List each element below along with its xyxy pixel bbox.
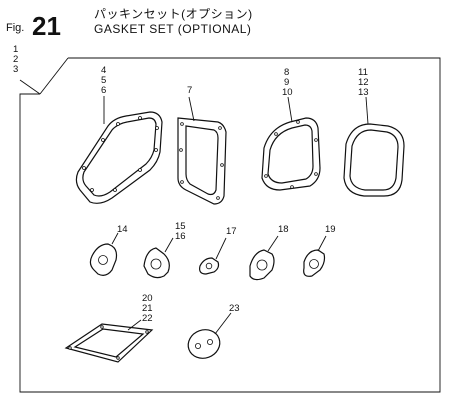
part-number-22: 22	[142, 313, 153, 324]
part-number-18: 18	[278, 224, 289, 235]
part-number-12: 12	[358, 77, 369, 88]
gasket-part-18	[249, 235, 279, 281]
part-number-17: 17	[226, 226, 237, 237]
gasket-part-11-13	[343, 96, 405, 197]
label-group-20-22: 20 21 22	[142, 293, 153, 324]
figure-header: Fig. 21 パッキンセット(オプション) GASKET SET (OPTIO…	[6, 7, 253, 41]
part-number-9: 9	[284, 77, 289, 88]
fig-prefix: Fig.	[6, 22, 24, 34]
part-number-4: 4	[101, 65, 106, 76]
part-number-8: 8	[284, 67, 289, 78]
part-number-2: 2	[13, 54, 18, 65]
part-number-1: 1	[13, 44, 18, 55]
part-number-14: 14	[117, 224, 128, 235]
part-number-15: 15	[175, 221, 186, 232]
part-number-6: 6	[101, 85, 106, 96]
fig-number: 21	[32, 11, 61, 41]
part-number-16: 16	[175, 231, 186, 242]
part-number-23: 23	[229, 303, 240, 314]
part-number-10: 10	[282, 87, 293, 98]
part-number-5: 5	[101, 75, 106, 86]
gasket-part-8-10	[261, 96, 321, 191]
label-group-4-6: 4 5 6	[101, 65, 106, 96]
gasket-part-17	[199, 237, 227, 275]
part-number-7: 7	[187, 85, 192, 96]
gasket-part-4-6	[75, 96, 163, 204]
set-outline	[19, 57, 441, 393]
label-group-1-3: 1 2 3	[13, 44, 18, 75]
gasket-part-23	[187, 312, 232, 359]
gasket-part-19	[303, 235, 327, 277]
part-number-19: 19	[325, 224, 336, 235]
title-japanese: パッキンセット(オプション)	[94, 7, 253, 21]
part-number-21: 21	[142, 303, 153, 314]
gasket-part-14	[89, 232, 119, 276]
gasket-part-20-22	[64, 319, 154, 363]
part-number-20: 20	[142, 293, 153, 304]
title-english: GASKET SET (OPTIONAL)	[94, 22, 251, 36]
gasket-part-15-16	[143, 237, 174, 279]
part-number-11: 11	[358, 67, 368, 78]
label-group-15-16: 15 16	[175, 221, 186, 242]
label-group-11-13: 11 12 13	[358, 67, 369, 98]
gasket-part-7	[177, 96, 227, 205]
part-number-3: 3	[13, 64, 18, 75]
label-group-8-10: 8 9 10	[282, 67, 293, 98]
part-number-13: 13	[358, 87, 369, 98]
